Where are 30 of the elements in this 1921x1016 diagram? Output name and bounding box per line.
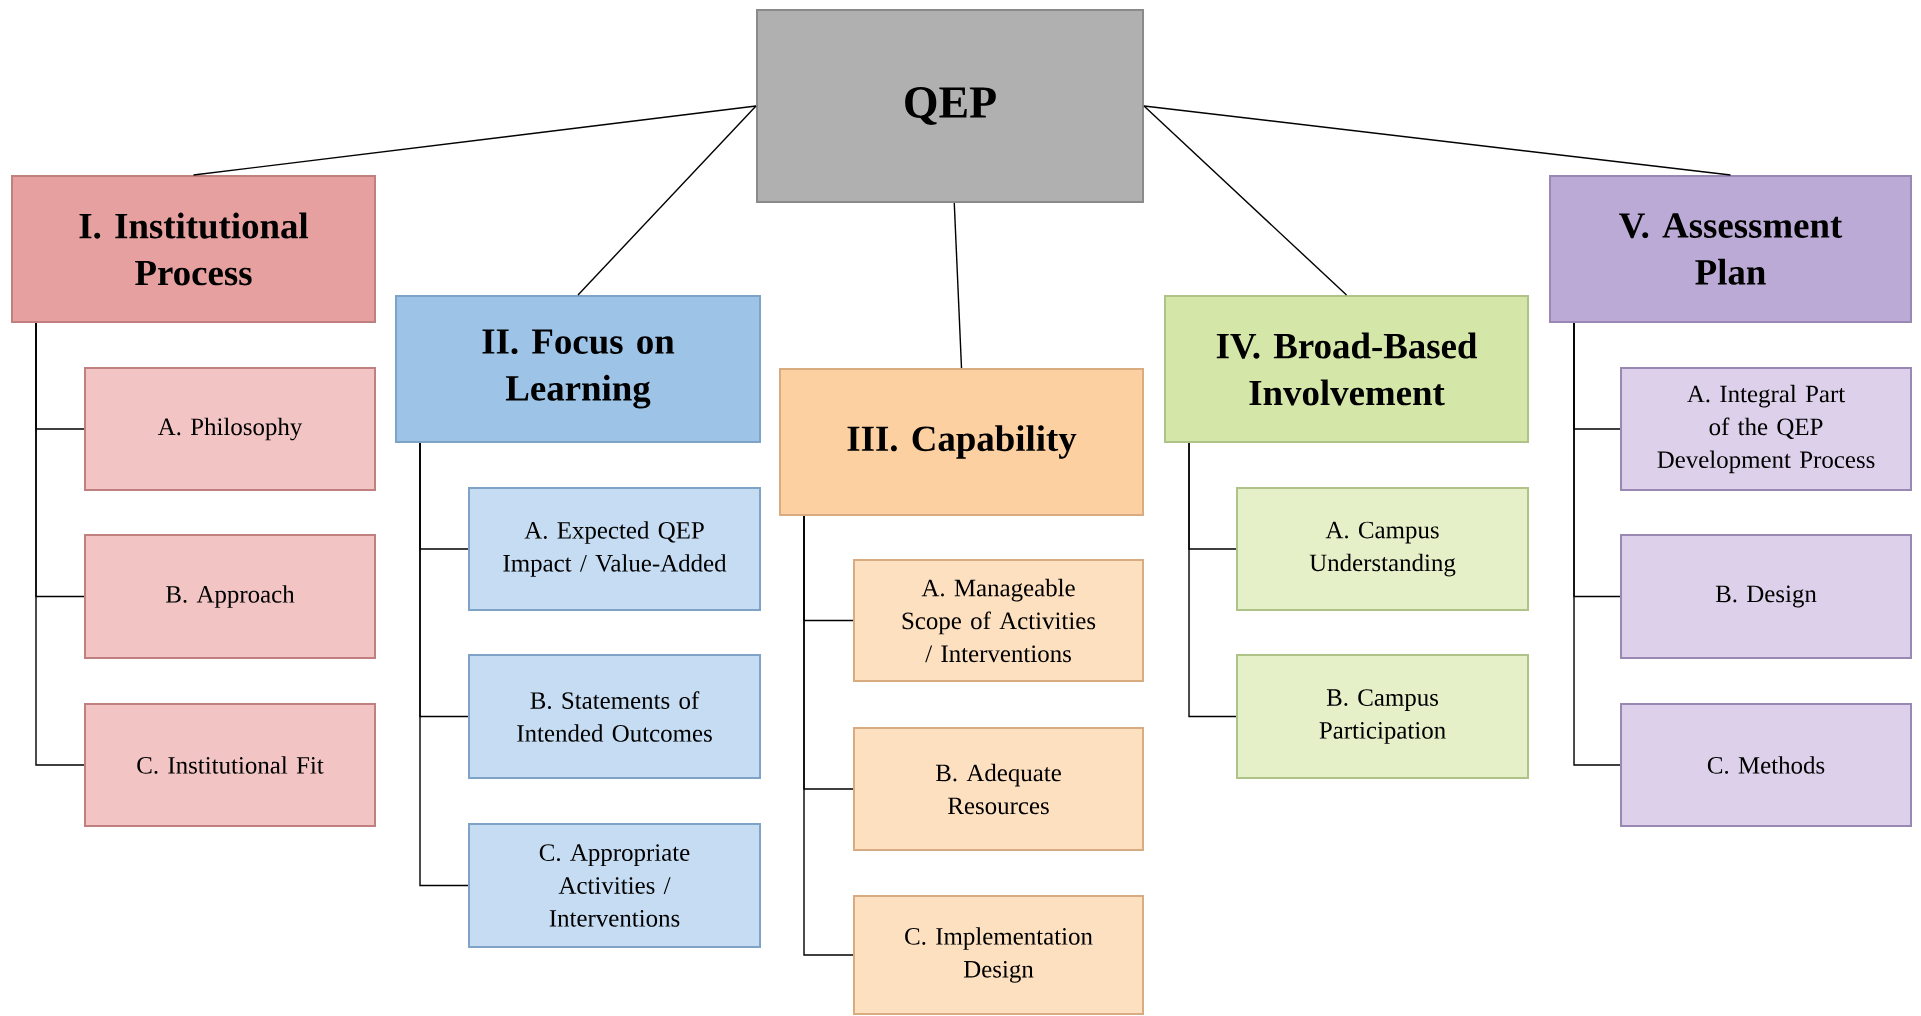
- connector-line: [35, 322, 85, 766]
- criterion-box: A. Expected QEP Impact / Value-Added: [468, 487, 761, 611]
- category-box: I. Institutional Process: [11, 175, 376, 323]
- criterion-box: A. Campus Understanding: [1236, 487, 1529, 611]
- criterion-box: B. Approach: [84, 534, 376, 659]
- criterion-box: B. Design: [1620, 534, 1912, 659]
- connector-line: [953, 202, 963, 369]
- connector-line: [577, 105, 757, 296]
- criterion-box: B. Statements of Intended Outcomes: [468, 654, 761, 779]
- connector-line: [1188, 442, 1237, 718]
- category-box: IV. Broad-Based Involvement: [1164, 295, 1529, 443]
- criterion-box: B. Campus Participation: [1236, 654, 1529, 779]
- criterion-box: C. Methods: [1620, 703, 1912, 827]
- connector-line: [192, 105, 757, 176]
- criterion-box: A. Integral Part of the QEP Development Process: [1620, 367, 1912, 491]
- connector-line: [1143, 105, 1348, 296]
- category-box: V. Assessment Plan: [1549, 175, 1912, 323]
- connector-line: [803, 515, 854, 956]
- criterion-box: A. Manageable Scope of Activities / Interventions: [853, 559, 1144, 682]
- root-box: QEP: [756, 9, 1144, 203]
- connector-line: [419, 442, 469, 887]
- criterion-box: C. Appropriate Activities / Interventions: [468, 823, 761, 948]
- criterion-box: C. Institutional Fit: [84, 703, 376, 827]
- connector-line: [1573, 322, 1621, 766]
- criterion-box: B. Adequate Resources: [853, 727, 1144, 851]
- category-box: II. Focus on Learning: [395, 295, 761, 443]
- category-box: III. Capability: [779, 368, 1144, 516]
- connector-line: [1143, 105, 1732, 176]
- criterion-box: C. Implementation Design: [853, 895, 1144, 1015]
- criterion-box: A. Philosophy: [84, 367, 376, 491]
